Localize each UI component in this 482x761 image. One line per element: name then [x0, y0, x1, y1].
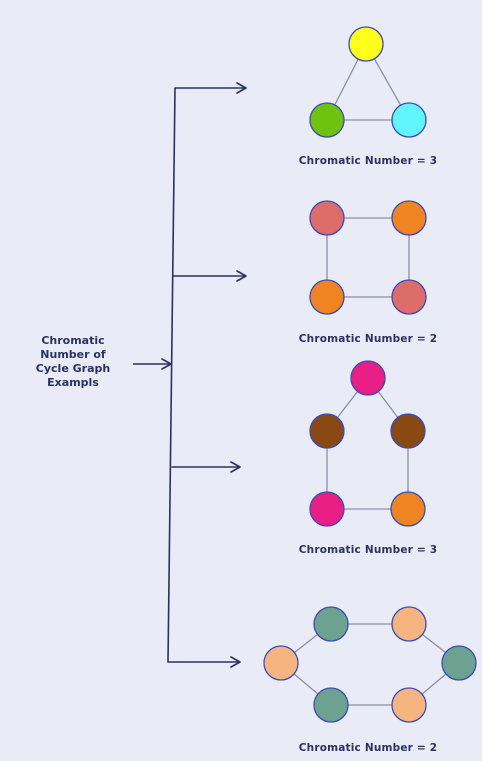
main-label-line-2: Number of	[40, 348, 106, 361]
connector-lines	[133, 82, 247, 668]
main-label-line-3: Cycle Graph	[35, 362, 111, 375]
graph-4-vertex	[313, 687, 349, 723]
graph-3-vertex	[390, 491, 426, 527]
graph-1-vertex	[348, 26, 384, 62]
graph-3-vertex	[390, 413, 426, 449]
graph-3	[309, 360, 426, 527]
graph-3-caption: Chromatic Number = 3	[298, 544, 438, 556]
main-label-line-1: Chromatic	[41, 334, 105, 347]
main-label-line-4: Exampls	[47, 376, 99, 389]
graph-3-vertex	[350, 360, 386, 396]
bracket-spine	[167, 87, 176, 663]
graph-4	[263, 606, 477, 723]
graph-examples	[263, 26, 477, 723]
graph-2-vertex	[391, 279, 427, 315]
graph-3-vertex	[309, 491, 345, 527]
graph-4-vertex	[313, 606, 349, 642]
graph-4-caption: Chromatic Number = 2	[298, 742, 438, 754]
graph-3-vertex	[309, 413, 345, 449]
graph-4-vertex	[391, 687, 427, 723]
graph-1-caption: Chromatic Number = 3	[298, 155, 438, 167]
graph-2-vertex	[391, 200, 427, 236]
graph-2-caption: Chromatic Number = 2	[298, 333, 438, 345]
graph-2	[309, 200, 427, 315]
graph-4-vertex	[441, 645, 477, 681]
graph-4-vertex	[391, 606, 427, 642]
graph-1-vertex	[309, 102, 345, 138]
main-label: Chromatic Number of Cycle Graph Exampls	[18, 334, 128, 390]
graph-1-vertex	[391, 102, 427, 138]
graph-1	[309, 26, 427, 138]
graph-2-vertex	[309, 200, 345, 236]
graph-2-vertex	[309, 279, 345, 315]
graph-4-vertex	[263, 645, 299, 681]
